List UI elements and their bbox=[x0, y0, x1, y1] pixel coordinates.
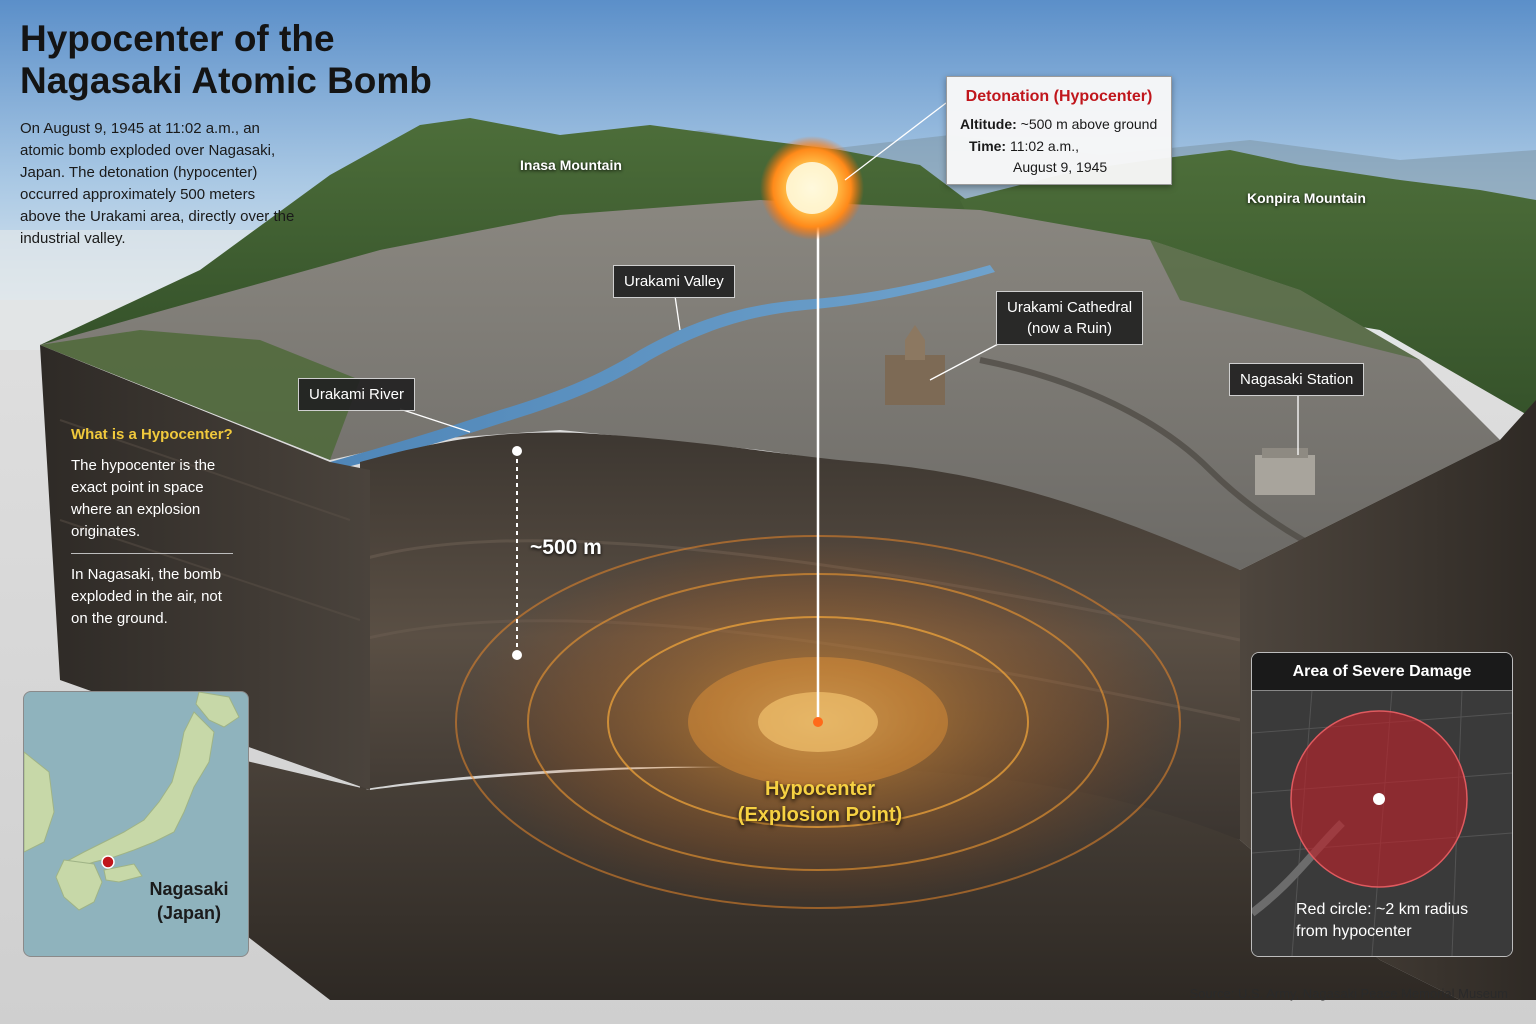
label-inasa-mountain: Inasa Mountain bbox=[520, 157, 622, 173]
hypocenter-line-2: (Explosion Point) bbox=[737, 804, 903, 826]
detonation-title: Detonation (Hypocenter) bbox=[965, 88, 1153, 105]
hypocenter-line-1: Hypocenter bbox=[764, 778, 876, 800]
japan-kyushu bbox=[55, 859, 103, 911]
label-urakami-cathedral: Urakami Cathedral (now a Ruin) bbox=[996, 291, 1144, 345]
inset-line-2: (Japan) bbox=[156, 903, 221, 923]
title-line-1: Hypocenter of the bbox=[20, 18, 335, 59]
damage-panel-title: Area of Severe Damage bbox=[1252, 653, 1512, 691]
detonation-date: August 9, 1945 bbox=[1013, 159, 1108, 175]
rail-lines bbox=[979, 357, 1342, 563]
japan-honshu bbox=[68, 711, 215, 868]
damage-panel-note: Red circle: ~2 km radius from hypocenter bbox=[1296, 899, 1496, 943]
japan-hokkaido bbox=[195, 692, 240, 728]
source-credit: Source: U.S. Army, Nagasaki Peace Memori… bbox=[1189, 986, 1508, 1001]
time-label: Time: bbox=[969, 138, 1007, 154]
hypocenter-point bbox=[813, 717, 823, 727]
urakami-river-shape bbox=[330, 265, 995, 470]
inset-line-1: Nagasaki bbox=[149, 879, 229, 899]
altitude-value: ~500 m above ground bbox=[1020, 116, 1158, 132]
hypocenter-label: Hypocenter (Explosion Point) bbox=[700, 776, 940, 828]
damage-center-dot bbox=[1373, 793, 1385, 805]
label-konpira-mountain: Konpira Mountain bbox=[1247, 190, 1366, 206]
japan-shikoku bbox=[103, 863, 143, 883]
inset-map-label: Nagasaki (Japan) bbox=[124, 877, 248, 925]
label-urakami-river: Urakami River bbox=[298, 378, 416, 411]
cathedral-line-1: Urakami Cathedral bbox=[1007, 299, 1133, 316]
info-text-2: In Nagasaki, the bomb exploded in the ai… bbox=[71, 566, 222, 627]
altitude-marker-label: ~500 m bbox=[530, 536, 602, 559]
japan-map-graphic bbox=[24, 692, 240, 911]
leader-lines bbox=[399, 102, 1299, 455]
damage-note-line-1: Red circle: ~2 km radius bbox=[1296, 901, 1469, 918]
detonation-time: Time: 11:02 a.m., bbox=[969, 138, 1079, 154]
station-building bbox=[1255, 448, 1315, 495]
nagasaki-marker bbox=[101, 855, 115, 869]
damage-note-line-2: from hypocenter bbox=[1296, 923, 1412, 940]
info-heading: What is a Hypocenter? bbox=[71, 426, 233, 443]
altitude-label: Altitude: bbox=[960, 116, 1017, 132]
time-value: 11:02 a.m., bbox=[1009, 138, 1079, 154]
intro-text: On August 9, 1945 at 11:02 a.m., an atom… bbox=[20, 120, 295, 247]
cathedral-ruin bbox=[885, 325, 945, 405]
info-text-1: The hypocenter is the exact point in spa… bbox=[71, 457, 216, 540]
info-divider bbox=[71, 553, 233, 554]
korea-peninsula bbox=[24, 751, 55, 853]
severe-damage-panel: Area of Severe Damage Red circle: ~2 km … bbox=[1251, 652, 1513, 957]
detonation-altitude: Altitude: ~500 m above ground bbox=[960, 116, 1157, 132]
detonation-callout: Detonation (Hypocenter) Altitude: ~500 m… bbox=[946, 76, 1172, 185]
cathedral-line-2: (now a Ruin) bbox=[1027, 320, 1113, 337]
page-title: Hypocenter of the Nagasaki Atomic Bomb bbox=[20, 18, 480, 102]
hypocenter-info-panel: What is a Hypocenter? The hypocenter is … bbox=[71, 426, 233, 630]
japan-inset-map: Nagasaki (Japan) bbox=[23, 691, 249, 957]
damage-map-graphic bbox=[1252, 689, 1512, 956]
label-urakami-valley: Urakami Valley bbox=[613, 265, 735, 298]
title-line-2: Nagasaki Atomic Bomb bbox=[20, 60, 432, 101]
label-nagasaki-station: Nagasaki Station bbox=[1229, 363, 1365, 396]
